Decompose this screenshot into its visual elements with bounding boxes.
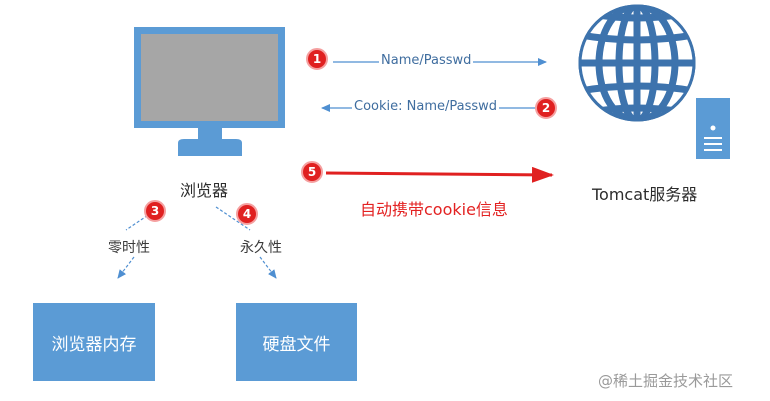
branch-arrow-permanent: [215, 206, 251, 231]
monitor-icon: [134, 27, 285, 156]
browser-label: 浏览器: [180, 181, 229, 200]
step-badge-2: 2: [535, 97, 557, 119]
branch-arrow-permanent-tail: [259, 256, 277, 279]
permanent-label: 永久性: [240, 240, 282, 256]
auto-carry-label: 自动携带cookie信息: [360, 200, 508, 219]
step-badge-3: 3: [144, 200, 166, 222]
request-label: Name/Passwd: [379, 53, 474, 68]
server-label: Tomcat服务器: [592, 185, 698, 204]
server-tower-icon: [696, 98, 730, 159]
step-badge-4: 4: [236, 203, 258, 225]
auto-carry-arrow: [325, 166, 554, 183]
response-label: Cookie: Name/Passwd: [352, 99, 500, 114]
disk-file-box: 硬盘文件: [236, 303, 357, 381]
step-badge-5: 5: [301, 161, 323, 183]
globe-icon: [578, 4, 696, 122]
step-badge-1: 1: [306, 48, 328, 70]
branch-arrow-temporary-tail: [117, 256, 135, 279]
browser-memory-box: 浏览器内存: [33, 303, 155, 381]
temporary-label: 零时性: [108, 240, 150, 256]
watermark: @稀土掘金技术社区: [598, 372, 734, 390]
